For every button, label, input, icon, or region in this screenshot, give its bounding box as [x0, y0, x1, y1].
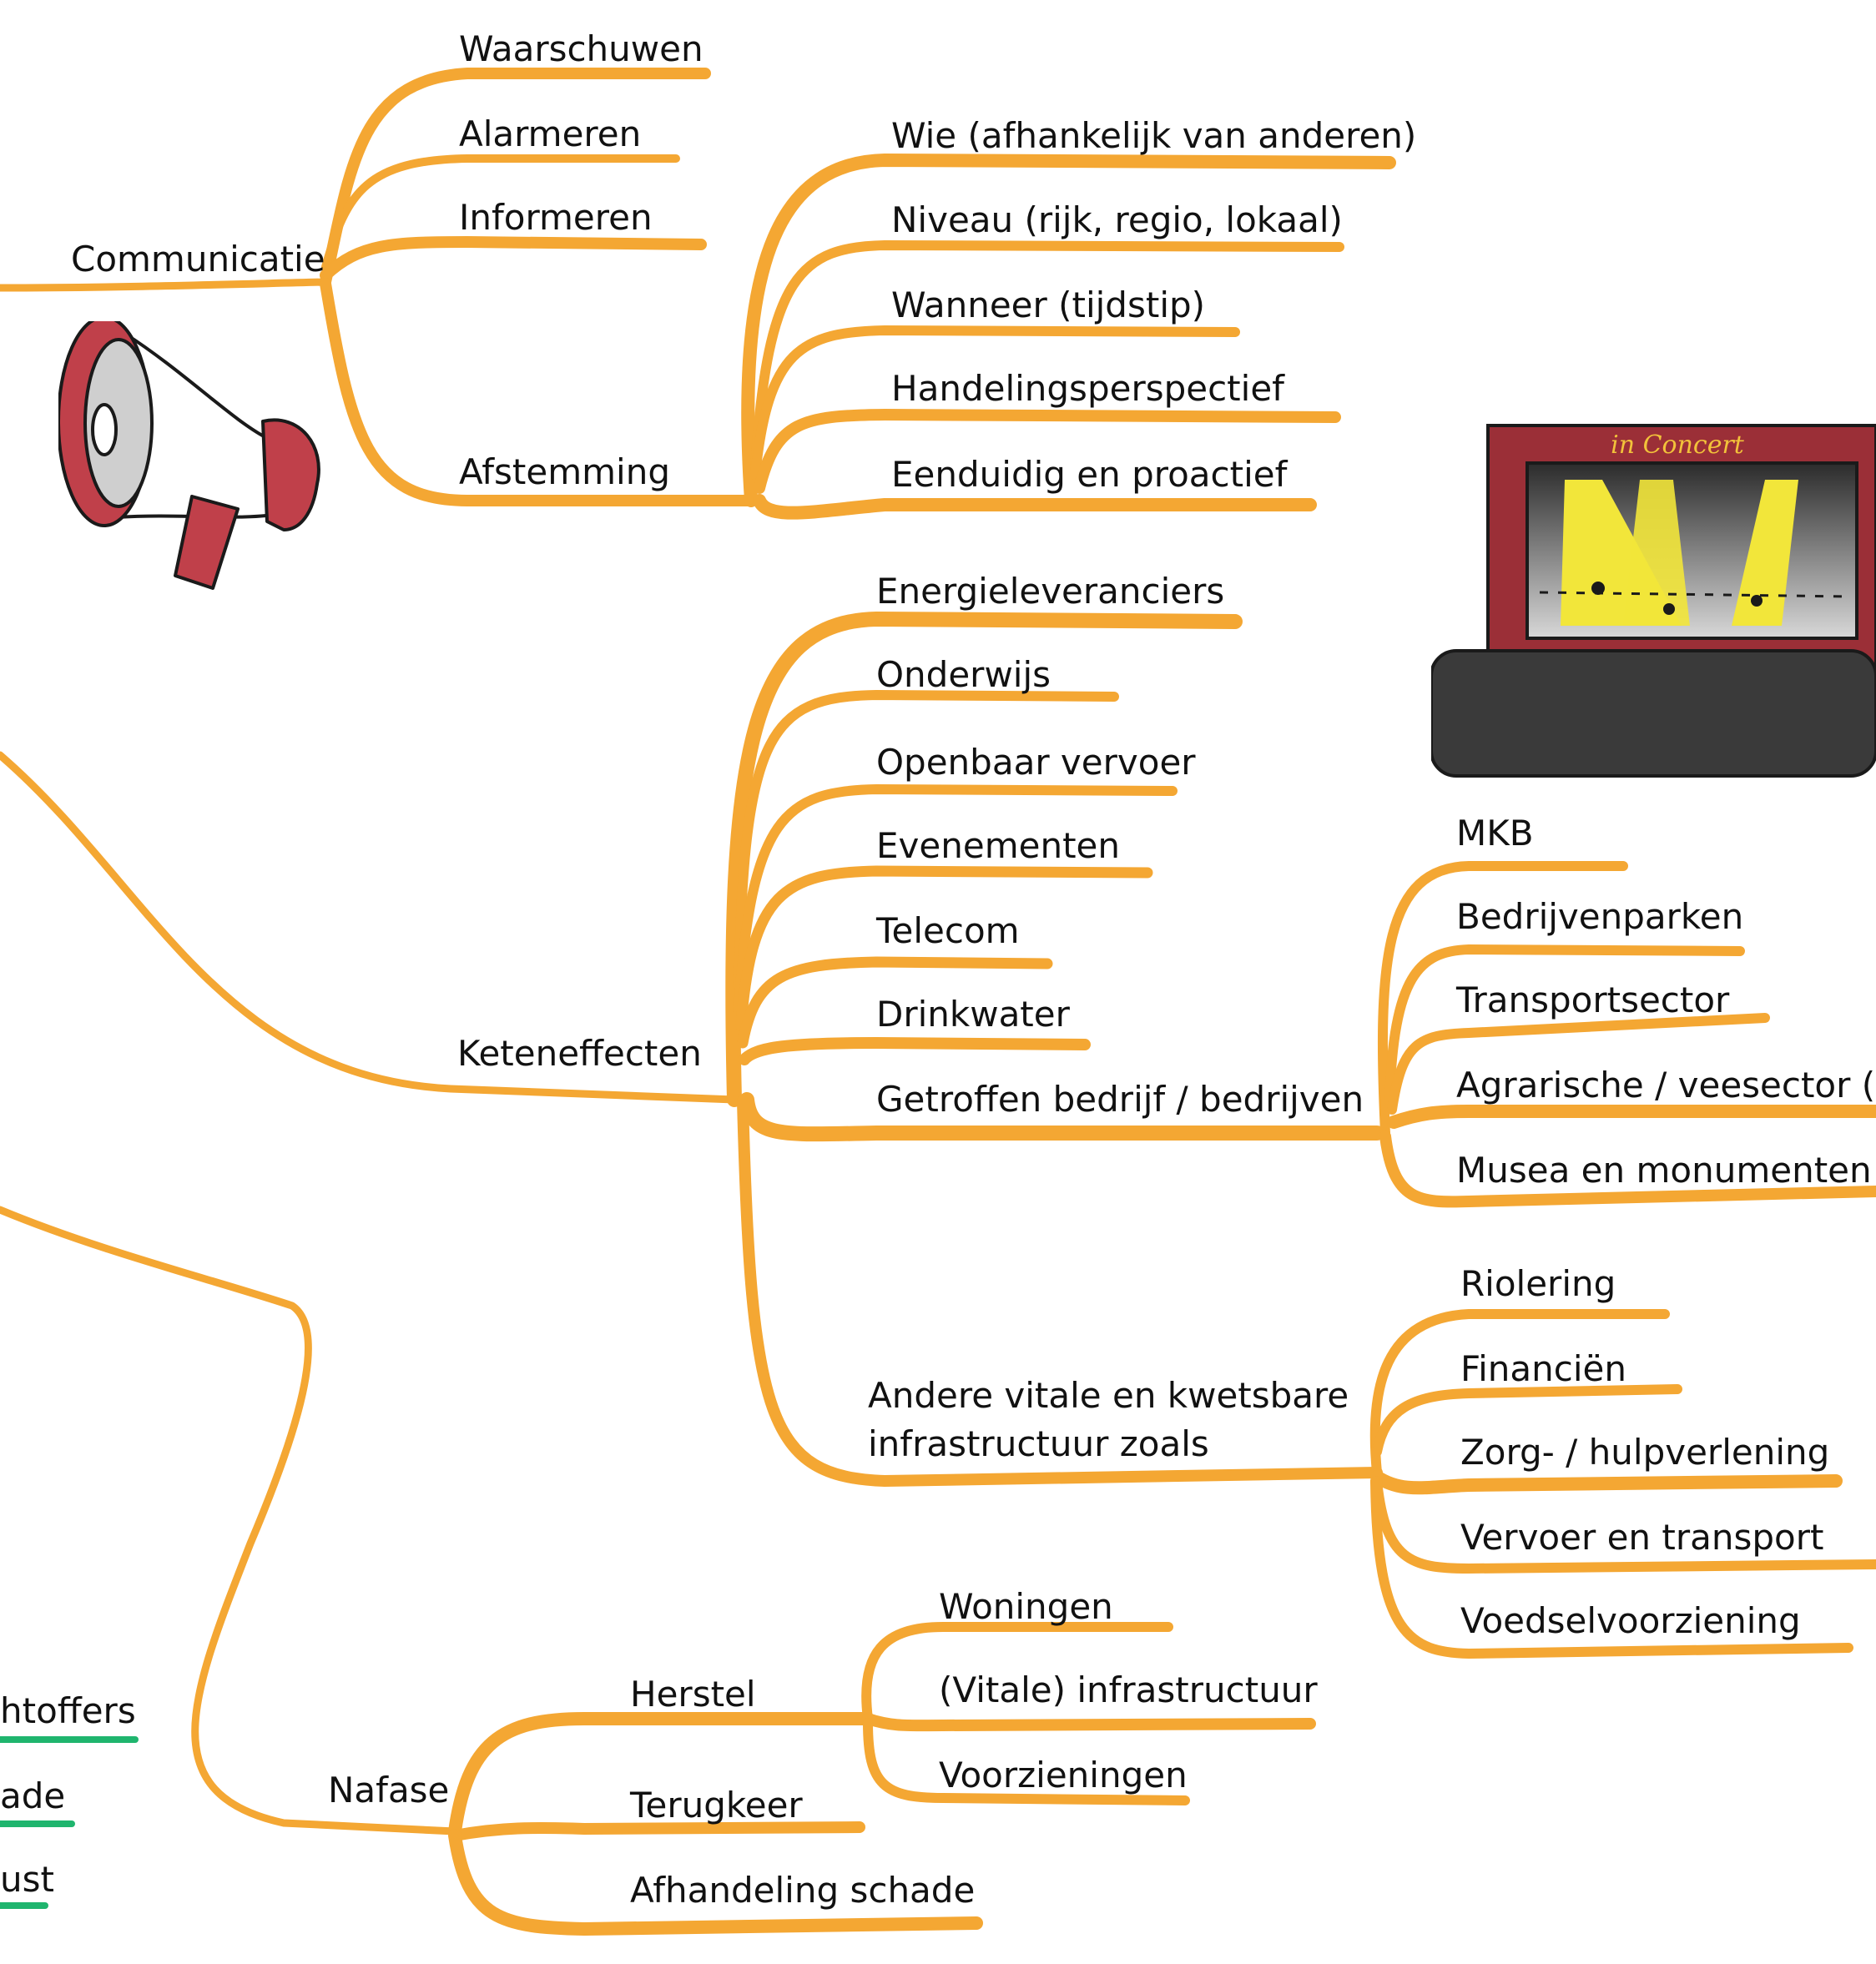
node-musea: Musea en monumenten [1456, 1150, 1872, 1191]
node-onderwijs: Onderwijs [876, 654, 1051, 695]
herstel-branches [861, 1622, 1316, 1805]
node-waarschuwen: Waarschuwen [459, 28, 704, 69]
node-wie: Wie (afhankelijk van anderen) [891, 115, 1417, 156]
node-evenementen: Evenementen [876, 825, 1120, 866]
megaphone-icon [58, 321, 320, 590]
node-riolering: Riolering [1460, 1263, 1616, 1304]
node-mkb: MKB [1456, 813, 1534, 854]
green-branches [0, 1736, 139, 1909]
nafase-branches [448, 1712, 983, 1936]
trunk-communicatie [0, 278, 330, 292]
node-informeren: Informeren [459, 197, 653, 238]
bedrijven-branches [1377, 861, 1876, 1208]
node-niveau: Niveau (rijk, regio, lokaal) [891, 199, 1343, 240]
node-keteneffecten: Keteneffecten [457, 1033, 702, 1074]
node-openbaar-vervoer: Openbaar vervoer [876, 742, 1196, 783]
infrastructuur-branches [1369, 1309, 1876, 1659]
node-bedrijvenparken: Bedrijvenparken [1456, 896, 1744, 937]
node-financien: Financiën [1460, 1348, 1626, 1389]
node-afhandeling-schade: Afhandeling schade [630, 1870, 976, 1911]
node-transportsector: Transportsector [1456, 979, 1730, 1020]
node-terugkeer: Terugkeer [630, 1785, 803, 1826]
node-andere-vitale: Andere vitale en kwetsbare [868, 1375, 1349, 1416]
concert-stage-icon: in Concert [1431, 424, 1876, 778]
node-voorzieningen: Voorzieningen [939, 1755, 1188, 1795]
node-cut-schade: ade [0, 1775, 66, 1816]
node-alarmeren: Alarmeren [459, 113, 642, 154]
node-andere-vitale-2: infrastructuur zoals [868, 1423, 1209, 1464]
communicatie-branches [320, 68, 757, 506]
node-wanneer: Wanneer (tijdstip) [891, 285, 1206, 325]
afstemming-branches [741, 154, 1396, 520]
node-drinkwater: Drinkwater [876, 994, 1070, 1035]
node-communicatie: Communicatie [71, 239, 325, 279]
node-handelingsperspectief: Handelingsperspectief [891, 368, 1284, 409]
node-afstemming: Afstemming [459, 451, 670, 492]
node-eenduidig: Eenduidig en proactief [891, 454, 1288, 495]
node-telecom: Telecom [876, 910, 1020, 951]
trunk-keteneffecten [0, 751, 739, 1104]
node-woningen: Woningen [939, 1586, 1113, 1627]
trunk-nafase [0, 1206, 459, 1836]
node-cut-slachtoffers: htoffers [0, 1690, 136, 1731]
node-herstel: Herstel [630, 1674, 756, 1715]
node-nafase: Nafase [328, 1770, 450, 1810]
concert-sign-text: in Concert [1611, 431, 1745, 460]
node-energieleveranciers: Energieleveranciers [876, 571, 1225, 612]
node-voedselvoorziening: Voedselvoorziening [1460, 1600, 1801, 1641]
keteneffecten-branches [725, 612, 1384, 1487]
node-zorg: Zorg- / hulpverlening [1460, 1432, 1830, 1473]
node-getroffen-bedrijf: Getroffen bedrijf / bedrijven [876, 1079, 1364, 1120]
node-cut-rust: ust [0, 1859, 54, 1900]
node-vervoer-transport: Vervoer en transport [1460, 1517, 1824, 1558]
node-vitale-infrastructuur: (Vitale) infrastructuur [939, 1669, 1318, 1710]
node-agrarische: Agrarische / veesector (LT [1456, 1065, 1876, 1105]
